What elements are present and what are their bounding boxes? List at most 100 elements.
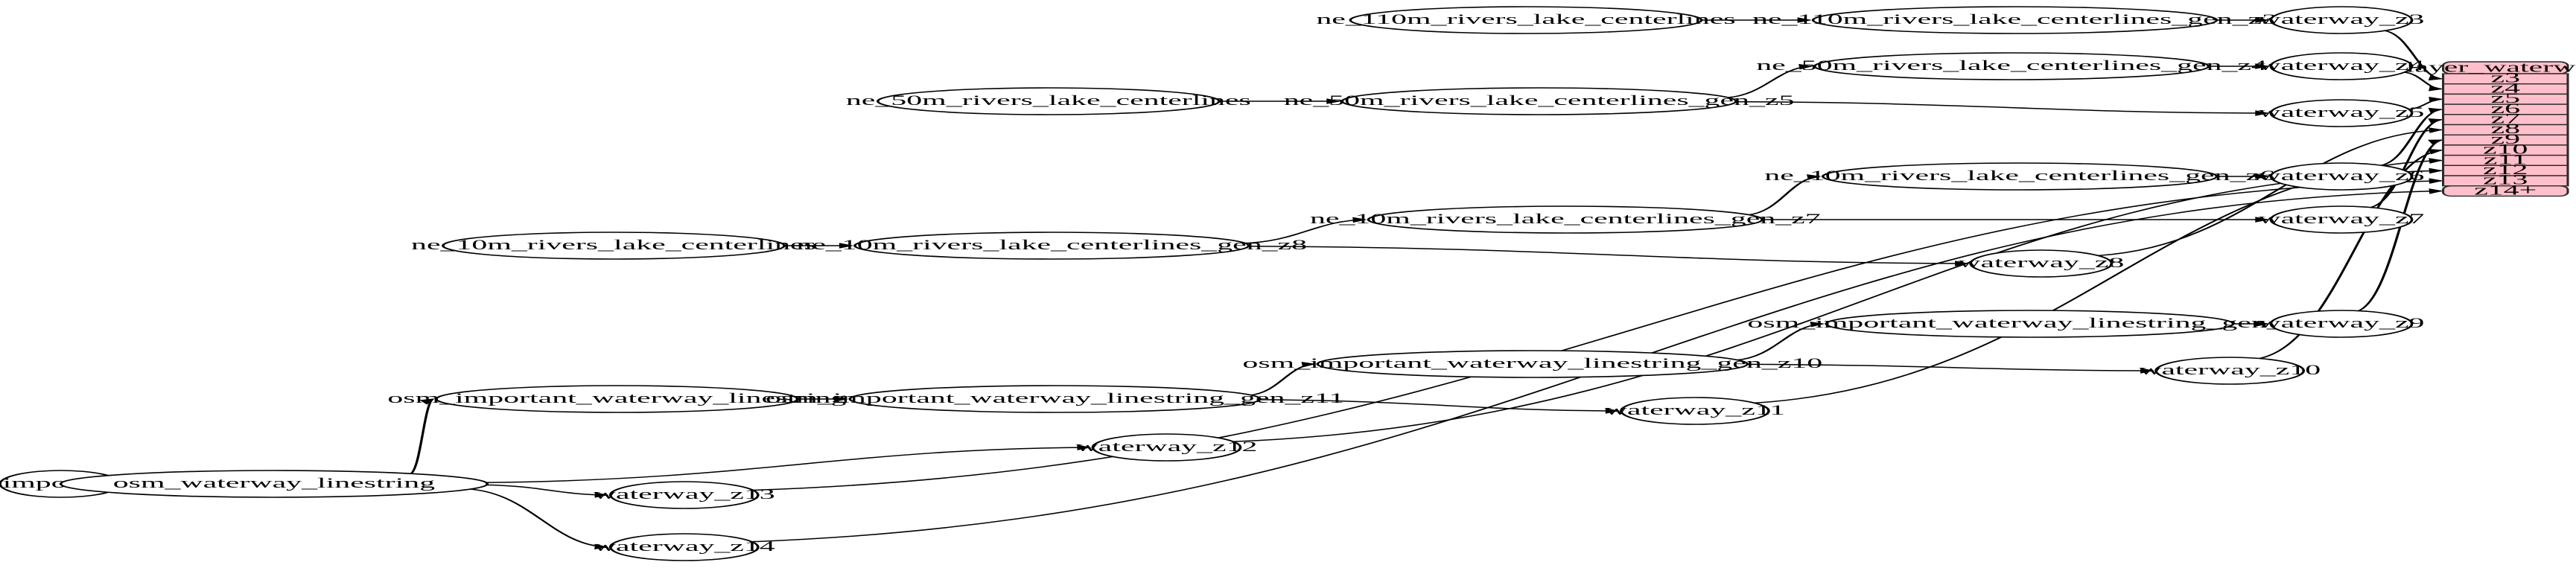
node-waterway_z7[interactable]: waterway_z7	[2258, 205, 2424, 234]
edge-osm_waterway_linestring-to-waterway_z12	[484, 444, 1092, 484]
node-ne_110m_rivers_lake_centerlines[interactable]: ne_110m_rivers_lake_centerlines	[1316, 6, 1736, 34]
edge-line	[2097, 129, 2442, 257]
edge-arrowhead	[2255, 173, 2270, 179]
edge-line	[751, 180, 2442, 491]
edge-osm_important_waterway_linestring_gen_z10-to-waterway_z10	[1745, 363, 2155, 374]
node-waterway_z5[interactable]: waterway_z5	[2258, 99, 2424, 127]
node-label: osm_important_waterway_linestring	[387, 390, 846, 406]
node-label: osm_important_waterway_linestring_gen_z1…	[766, 390, 1344, 406]
node-ellipse	[435, 385, 799, 413]
node-osm_waterway_linestring[interactable]: osm_waterway_linestring	[59, 470, 489, 498]
edge-waterway_z4-to-layer_waterway-z4	[2403, 71, 2444, 92]
node-ellipse	[1619, 397, 1770, 425]
edge-waterway_z10-to-layer_waterway-z10	[2258, 148, 2444, 360]
node-osm_important_waterway_linestring_gen_z10[interactable]: osm_important_waterway_linestring_gen_z1…	[1242, 350, 1822, 378]
node-ne_110m_rivers_lake_centerlines_gen_z3[interactable]: ne_110m_rivers_lake_centerlines_gen_z3	[1752, 6, 2277, 34]
edge-ne_10m_rivers_lake_centerlines_gen_z8-to-waterway_z8	[1246, 246, 1970, 267]
node-ne_10m_rivers_lake_centerlines_gen_z7[interactable]: ne_10m_rivers_lake_centerlines_gen_z7	[1310, 205, 1821, 234]
node-ellipse	[608, 533, 760, 561]
node-ellipse	[1821, 162, 2219, 191]
node-ne_50m_rivers_lake_centerlines_gen_z4[interactable]: ne_50m_rivers_lake_centerlines_gen_z4	[1756, 52, 2267, 80]
edge-arrowhead	[2255, 321, 2270, 327]
edge-line	[410, 398, 435, 474]
edge-osm_important_waterway_linestring_gen_z9-to-waterway_z9	[2230, 321, 2270, 327]
edge-waterway_z12-to-layer_waterway-z12	[1232, 167, 2444, 443]
node-label: ne_50m_rivers_lake_centerlines_gen_z4	[1756, 57, 2267, 73]
node-waterway_z14[interactable]: waterway_z14	[594, 533, 775, 561]
edge-arrowhead	[419, 398, 435, 405]
node-ellipse	[2269, 6, 2414, 34]
node-waterway_z4[interactable]: waterway_z4	[2258, 52, 2424, 80]
edge-arrowhead	[1806, 174, 1822, 180]
edge-arrowhead	[2428, 107, 2444, 114]
edge-ne_50m_rivers_lake_centerlines-to-ne_50m_rivers_lake_centerlines_gen_z5	[1217, 98, 1341, 104]
edge-arrowhead	[2429, 178, 2444, 184]
node-label: waterway_z9	[2258, 315, 2424, 331]
node-osm_important_waterway_linestring[interactable]: osm_important_waterway_linestring	[387, 385, 846, 413]
layer-waterway-table: layer_waterwayz3z4z5z6z7z8z9z10z11z12z13…	[2406, 60, 2576, 198]
node-ellipse	[2269, 162, 2414, 191]
edge-ne_10m_rivers_lake_centerlines_gen_z7-to-waterway_z7	[1760, 217, 2270, 223]
node-ne_50m_rivers_lake_centerlines[interactable]: ne_50m_rivers_lake_centerlines	[846, 87, 1251, 115]
node-label: waterway_z5	[2258, 104, 2424, 120]
edge-ne_50m_rivers_lake_centerlines_gen_z5-to-ne_50m_rivers_lake_centerlines_gen_z4	[1726, 63, 1814, 98]
edge-line	[484, 447, 1090, 484]
table-row-label: z11	[2484, 152, 2528, 167]
table-row-label: z9	[2491, 132, 2521, 147]
node-label: ne_110m_rivers_lake_centerlines	[1316, 11, 1735, 27]
node-ne_10m_rivers_lake_centerlines_gen_z6[interactable]: ne_10m_rivers_lake_centerlines_gen_z6	[1764, 162, 2275, 191]
node-waterway_z12[interactable]: waterway_z12	[1075, 433, 1257, 462]
node-waterway_z9[interactable]: waterway_z9	[2258, 310, 2424, 338]
node-waterway_z10[interactable]: waterway_z10	[2139, 357, 2321, 385]
edge-arrowhead	[2428, 118, 2444, 124]
node-ellipse	[1367, 205, 1764, 234]
node-ne_10m_rivers_lake_centerlines_gen_z8[interactable]: ne_10m_rivers_lake_centerlines_gen_z8	[796, 232, 1307, 260]
edge-arrowhead	[594, 543, 609, 550]
edge-osm_waterway_linestring-to-waterway_z13	[484, 484, 609, 498]
edge-waterway_z5-to-layer_waterway-z5	[2408, 96, 2444, 110]
node-ellipse	[608, 481, 760, 509]
node-waterway_z6[interactable]: waterway_z6	[2258, 162, 2424, 191]
edge-line	[1745, 363, 2153, 371]
node-waterway_z8[interactable]: waterway_z8	[1958, 249, 2124, 278]
edge-waterway_z3-to-layer_waterway-z3	[2383, 30, 2444, 81]
node-ellipse	[848, 385, 1262, 413]
edge-arrowhead	[1605, 408, 1621, 414]
edge-arrowhead	[2255, 17, 2270, 23]
edge-waterway_z8-to-layer_waterway-z8	[2097, 127, 2444, 257]
node-label: waterway_z6	[2258, 167, 2424, 183]
edge-arrowhead	[2255, 110, 2270, 116]
node-label: osm_important_waterway_linestring_gen_z9	[1747, 315, 2312, 331]
node-label: waterway_z13	[594, 486, 775, 502]
node-label: waterway_z11	[1605, 402, 1785, 418]
node-osm_important_waterway_linestring_gen_z11[interactable]: osm_important_waterway_linestring_gen_z1…	[766, 385, 1344, 413]
table-row-label: z6	[2491, 100, 2521, 116]
edge-arrowhead	[1326, 98, 1341, 104]
edge-ne_10m_rivers_lake_centerlines_gen_z8-to-ne_10m_rivers_lake_centerlines_gen_z7	[1243, 217, 1367, 244]
edge-arrowhead	[2429, 86, 2444, 92]
node-ellipse	[59, 470, 489, 498]
table-row-z14plus[interactable]	[2441, 185, 2569, 197]
node-ellipse	[1813, 52, 2210, 80]
edge-arrowhead	[1301, 362, 1317, 368]
edge-arrowhead	[1077, 444, 1092, 450]
node-waterway_z11[interactable]: waterway_z11	[1605, 397, 1785, 425]
node-label: waterway_z12	[1075, 438, 1257, 454]
node-ne_50m_rivers_lake_centerlines_gen_z5[interactable]: ne_50m_rivers_lake_centerlines_gen_z5	[1284, 87, 1795, 115]
edge-waterway_z6-to-layer_waterway-z6	[2379, 107, 2444, 166]
table-row-label: z8	[2491, 121, 2521, 137]
node-osm_important_waterway_linestring_gen_z9[interactable]: osm_important_waterway_linestring_gen_z9	[1747, 310, 2312, 338]
node-waterway_z13[interactable]: waterway_z13	[594, 481, 775, 509]
edge-ne_110m_rivers_lake_centerlines_gen_z3-to-waterway_z3	[2214, 17, 2270, 23]
edge-line	[468, 488, 608, 548]
node-waterway_z3[interactable]: waterway_z3	[2258, 6, 2424, 34]
edge-arrowhead	[1797, 17, 1812, 23]
edge-line	[1753, 159, 2442, 404]
node-ne_10m_rivers_lake_centerlines[interactable]: ne_10m_rivers_lake_centerlines	[411, 232, 816, 260]
node-ellipse	[1349, 6, 1703, 34]
edge-arrowhead	[2428, 148, 2444, 155]
node-label: waterway_z4	[2258, 57, 2424, 73]
table-row-label: z7	[2491, 111, 2521, 127]
node-ellipse	[1825, 310, 2235, 338]
